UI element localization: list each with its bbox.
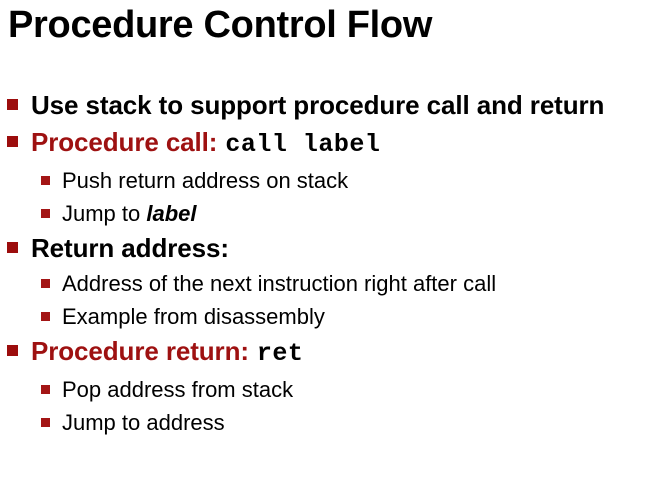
text-run: Jump to address [62, 410, 225, 435]
text-run: Jump to [62, 201, 147, 226]
text-run: Procedure call: [31, 127, 218, 157]
bullet-item-level-1: Return address: [0, 231, 649, 265]
slide-body-list: Use stack to support procedure call and … [0, 88, 649, 440]
square-bullet-icon [7, 345, 18, 356]
square-bullet-icon [7, 136, 18, 147]
square-bullet-icon [41, 312, 50, 321]
bullet-text: Pop address from stack [62, 374, 293, 405]
text-run: Address of the next instruction right af… [62, 271, 497, 296]
bullet-text: Jump to address [62, 407, 225, 438]
square-bullet-icon [41, 279, 50, 288]
square-bullet-icon [41, 176, 50, 185]
text-run: Use stack to support procedure call and … [31, 90, 605, 120]
bullet-item-level-2: Address of the next instruction right af… [0, 268, 649, 299]
bullet-text: Jump to label [62, 198, 197, 229]
bullet-text: Example from disassembly [62, 301, 325, 332]
bullet-item-level-1: Procedure call:call label [0, 125, 649, 162]
bullet-text: Procedure return:ret [31, 334, 303, 371]
bullet-text: Use stack to support procedure call and … [31, 88, 604, 122]
bullet-item-level-2: Jump to address [0, 407, 649, 438]
text-run: Push return address on stack [62, 168, 349, 193]
text-run: call label [225, 130, 381, 159]
bullet-text: Procedure call:call label [31, 125, 380, 162]
bullet-item-level-1: Procedure return:ret [0, 334, 649, 371]
bullet-item-level-2: Jump to label [0, 198, 649, 229]
bullet-item-level-2: Pop address from stack [0, 374, 649, 405]
bullet-item-level-1: Use stack to support procedure call and … [0, 88, 649, 122]
text-run: Return address: [31, 233, 229, 263]
text-run: Pop address from stack [62, 377, 294, 402]
bullet-item-level-2: Example from disassembly [0, 301, 649, 332]
square-bullet-icon [7, 99, 18, 110]
text-run: Procedure return: [31, 336, 249, 366]
square-bullet-icon [41, 418, 50, 427]
text-run: Example from disassembly [62, 304, 325, 329]
page-title: Procedure Control Flow [8, 4, 433, 46]
square-bullet-icon [41, 209, 50, 218]
bullet-text: Return address: [31, 231, 229, 265]
square-bullet-icon [41, 385, 50, 394]
text-run: label [146, 201, 197, 226]
bullet-text: Address of the next instruction right af… [62, 268, 496, 299]
square-bullet-icon [7, 242, 18, 253]
bullet-text: Push return address on stack [62, 165, 348, 196]
bullet-item-level-2: Push return address on stack [0, 165, 649, 196]
text-run: ret [256, 339, 304, 368]
